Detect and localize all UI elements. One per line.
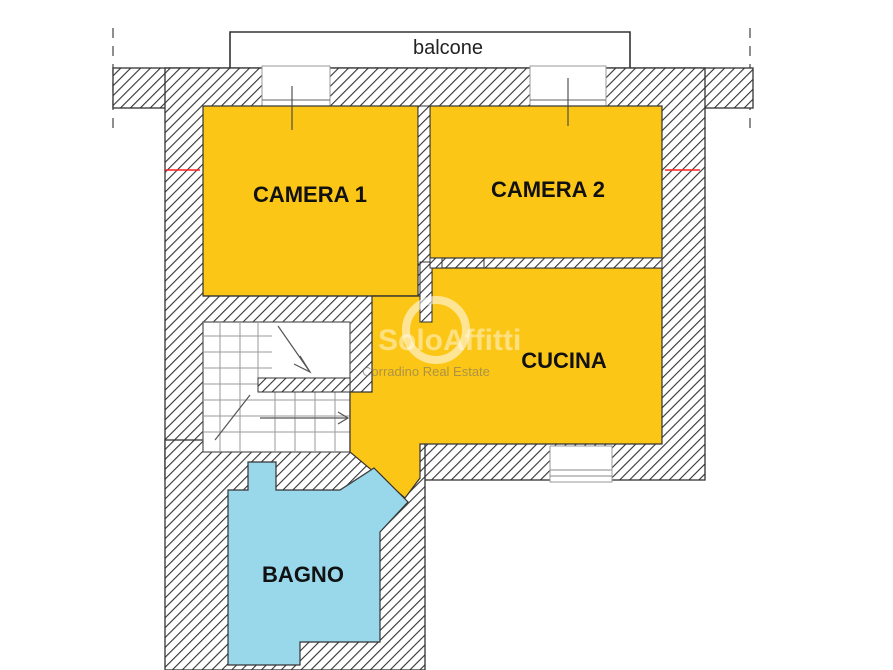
watermark-agency: Corradino Real Estate xyxy=(362,364,490,379)
staircase xyxy=(202,321,351,453)
room-labels: CAMERA 1 CAMERA 2 CUCINA BAGNO xyxy=(253,177,607,587)
room-bagno xyxy=(227,461,409,666)
watermark-logo-icon xyxy=(402,296,470,364)
label-camera-2: CAMERA 2 xyxy=(491,177,605,202)
door-marks xyxy=(291,78,569,491)
room-camera-2 xyxy=(429,105,663,259)
label-bagno: BAGNO xyxy=(262,562,344,587)
label-cucina: CUCINA xyxy=(521,348,607,373)
kitchen-window xyxy=(549,445,613,483)
label-camera-1: CAMERA 1 xyxy=(253,182,367,207)
balcony: balcone xyxy=(229,31,631,68)
watermark-brand: SoloAffitti xyxy=(378,324,521,357)
balcony-label: balcone xyxy=(413,37,483,59)
watermark: SoloAffitti Corradino Real Estate xyxy=(362,296,521,379)
rooms-yellow xyxy=(202,105,663,499)
